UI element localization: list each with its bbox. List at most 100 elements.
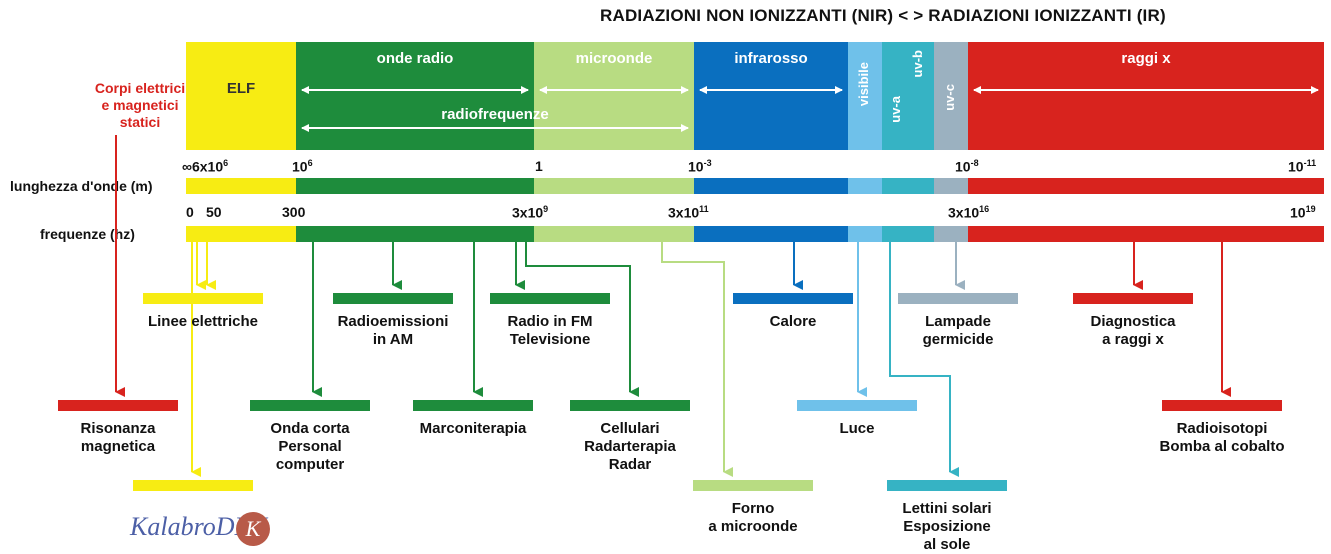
app-bar-am (333, 293, 453, 304)
band-xray (968, 42, 1324, 150)
app-label-cellulari-line-2: Radarterapia (584, 438, 676, 455)
static-fields-title: Corpi elettrici e magnetici statici (90, 80, 190, 131)
app-bar-cellulari (570, 400, 690, 411)
app-bar-diagnostica (1073, 293, 1193, 304)
band-uvc (934, 42, 968, 150)
wavelength-strip-micro (534, 178, 694, 194)
frequency-strip-xray (968, 226, 1324, 242)
app-label-lampade-line-1: Lampade (925, 313, 991, 330)
band-elf (186, 42, 296, 150)
visible-label: visibile (856, 62, 871, 107)
radio-label: onde radio (376, 50, 454, 67)
app-label-diagnostica: Diagnostica a raggi x (1063, 313, 1203, 349)
frequency-label: frequenze (hz) (40, 226, 135, 242)
app-label-marconi: Marconiterapia (419, 420, 527, 437)
frequency-tick: 50 (206, 204, 222, 220)
wavelength-strip-uvab (882, 178, 934, 194)
app-label-onda-corta-line-1: Onda corta (270, 420, 350, 437)
frequency-strip-elf (186, 226, 296, 242)
app-label-luce: Luce (839, 420, 875, 437)
frequency-tick: 3x109 (512, 204, 549, 221)
app-label-am: Radioemissioni in AM (323, 313, 463, 349)
app-label-calore: Calore (769, 313, 817, 330)
app-bar-marconi (413, 400, 533, 411)
radiofrequency-label: radiofrequenze (441, 106, 549, 123)
app-label-lettini-line-1: Lettini solari (902, 500, 992, 517)
frequency-strip-visible (848, 226, 882, 242)
static-fields-line-3: statici (119, 114, 161, 130)
wavelength-strip-elf (186, 178, 296, 194)
app-bar-fm (490, 293, 610, 304)
uva-label: uv-a (888, 96, 903, 123)
app-label-forno-line-1: Forno (731, 500, 775, 517)
wavelength-tick: 1 (535, 158, 543, 174)
wavelength-tick: 10-3 (688, 158, 712, 175)
wavelength-label: lunghezza d'onde (m) (10, 178, 153, 194)
app-bar-risonanza (58, 400, 178, 411)
frequency-strip-uvc (934, 226, 968, 242)
app-label-cellulari-line-3: Radar (608, 456, 652, 473)
app-bar-lettini (887, 480, 1007, 491)
app-label-forno: Forno a microonde (683, 500, 823, 536)
ionizing-header: RADIAZIONI NON IONIZZANTI (NIR) < > RADI… (600, 6, 1166, 25)
frequency-tick: 300 (282, 204, 306, 220)
static-fields-line-2: e magnetici (101, 97, 179, 113)
app-bar-lampade (898, 293, 1018, 304)
uvb-label: uv-b (910, 50, 925, 78)
app-label-lettini-line-2: Esposizione (903, 518, 991, 535)
app-label-lettini-line-3: al sole (923, 536, 971, 553)
app-label-risonanza-line-2: magnetica (80, 438, 156, 455)
wavelength-strip-infra (694, 178, 848, 194)
xray-label: raggi x (1121, 50, 1171, 67)
app-label-am-line-2: in AM (372, 331, 414, 348)
app-label-cellulari-line-1: Cellulari (600, 420, 660, 437)
app-label-radioisotopi: Radioisotopi Bomba al cobalto (1142, 420, 1302, 456)
band-radio (296, 42, 534, 150)
microwave-label: microonde (575, 50, 653, 67)
wavelength-tick: 10-11 (1288, 158, 1317, 175)
app-label-diagnostica-line-2: a raggi x (1102, 331, 1164, 348)
app-label-onda-corta-line-2: Personal (278, 438, 342, 455)
wavelength-strip-radio (296, 178, 534, 194)
wavelength-tick: 106 (292, 158, 313, 175)
app-label-am-line-1: Radioemissioni (337, 313, 449, 330)
app-label-forno-line-2: a microonde (708, 518, 798, 535)
elf-label: ELF (226, 80, 256, 97)
wavelength-strip-xray (968, 178, 1324, 194)
app-label-diagnostica-line-1: Diagnostica (1090, 313, 1176, 330)
app-label-cellulari: Cellulari Radarterapia Radar (560, 420, 700, 474)
uvc-label: uv-c (942, 84, 957, 111)
app-bar-forno (693, 480, 813, 491)
app-bar-luce (797, 400, 917, 411)
app-bar-radioisotopi (1162, 400, 1282, 411)
frequency-strip-radio (296, 226, 534, 242)
app-label-fm: Radio in FM Televisione (480, 313, 620, 349)
frequency-tick: 1019 (1290, 204, 1316, 221)
app-label-lettini: Lettini solari Esposizione al sole (877, 500, 1017, 554)
app-label-fm-line-1: Radio in FM (507, 313, 593, 330)
band-visible (848, 42, 882, 150)
app-bar-calore (733, 293, 853, 304)
app-label-lampade: Lampade germicide (888, 313, 1028, 349)
app-label-radioisotopi-line-1: Radioisotopi (1176, 420, 1268, 437)
infrared-label: infrarosso (734, 50, 808, 67)
frequency-tick: 0 (186, 204, 194, 220)
app-label-risonanza-line-1: Risonanza (80, 420, 156, 437)
logo-mark: K (236, 512, 270, 546)
frequency-tick: 3x1011 (668, 204, 709, 221)
wavelength-tick: ∞6x106 (182, 158, 229, 175)
band-microwave (534, 42, 694, 150)
band-uv-ab (882, 42, 934, 150)
app-label-onda-corta: Onda corta Personal computer (240, 420, 380, 474)
static-fields-line-1: Corpi elettrici (94, 80, 186, 96)
app-bar-empty-yellow (133, 480, 253, 491)
app-label-fm-line-2: Televisione (509, 331, 591, 348)
app-label-lampade-line-2: germicide (922, 331, 994, 348)
app-bar-linee (143, 293, 263, 304)
band-infrared (694, 42, 848, 150)
app-label-radioisotopi-line-2: Bomba al cobalto (1159, 438, 1285, 455)
frequency-tick: 3x1016 (948, 204, 990, 221)
frequency-strip-uvab (882, 226, 934, 242)
wavelength-tick: 10-8 (955, 158, 979, 175)
wavelength-strip-uvc (934, 178, 968, 194)
